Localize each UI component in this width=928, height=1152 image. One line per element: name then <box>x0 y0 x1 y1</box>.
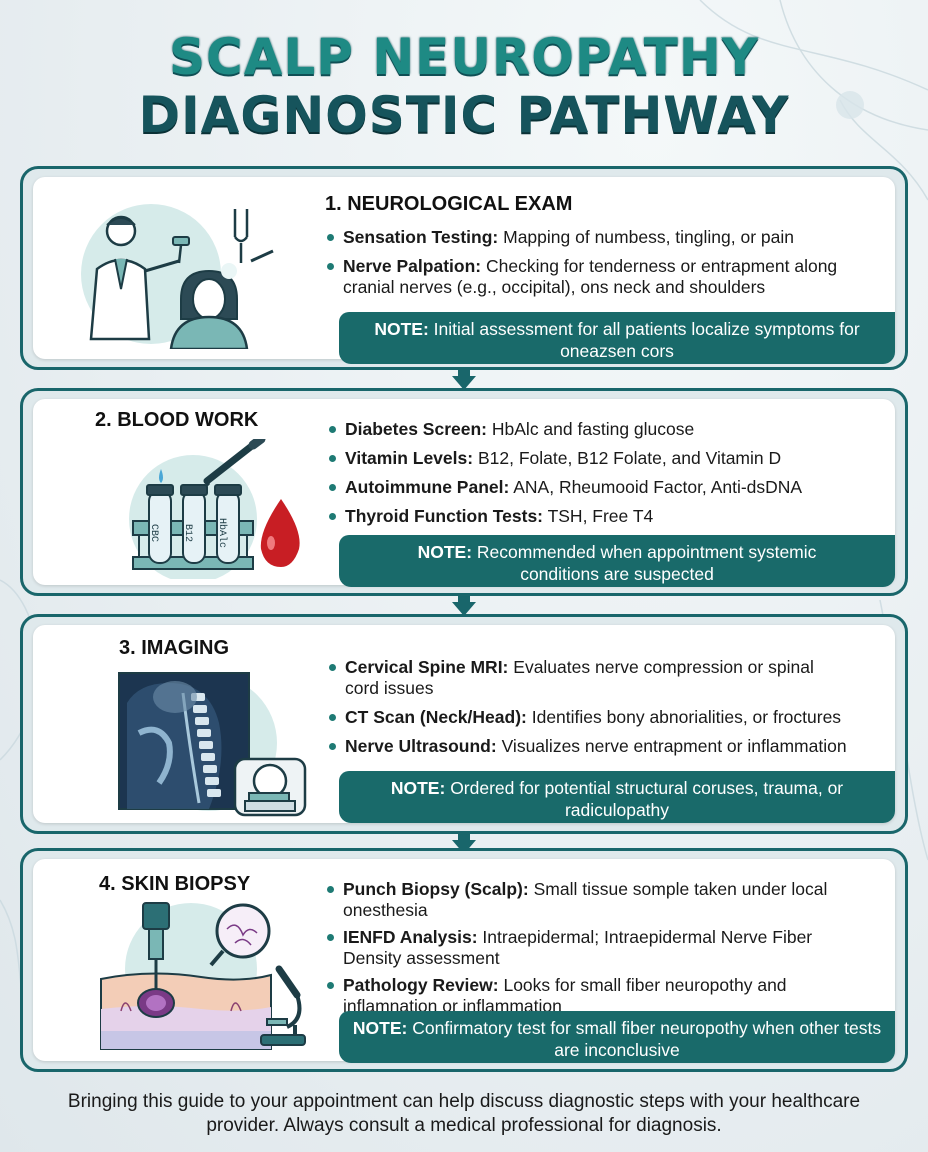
item-label: Diabetes Screen: <box>345 419 488 439</box>
note-label: NOTE: <box>390 778 446 798</box>
item-label: Vitamin Levels: <box>345 448 474 468</box>
tube-label: HbAlc <box>216 518 228 548</box>
arrow-down-icon <box>452 368 476 390</box>
list-item: Sensation Testing: Mapping of numbess, t… <box>327 227 867 248</box>
step-card-inner: 4. SKIN BIOPSY Punch Biop <box>33 859 895 1063</box>
item-label: Cervical Spine MRI: <box>345 657 509 677</box>
spine-mri-scan-icon <box>118 672 307 817</box>
step-items-list: Cervical Spine MRI: Evaluates nerve comp… <box>329 657 889 765</box>
item-text: Intraepidermal; Intraepidermal Nerve Fib… <box>343 927 813 968</box>
title-line-1: SCALP NEUROPATHY <box>169 28 759 86</box>
step-card-neurological-exam: 1. NEUROLOGICAL EXAM Sensation Testing: … <box>20 166 908 370</box>
step-items-list: Punch Biopsy (Scalp): Small tissue sompl… <box>327 879 847 1025</box>
arrow-down-icon <box>452 832 476 854</box>
list-item: IENFD Analysis: Intraepidermal; Intraepi… <box>327 927 847 969</box>
note-label: NOTE: <box>352 1018 408 1038</box>
list-item: CT Scan (Neck/Head): Identifies bony abn… <box>329 707 889 728</box>
tube-label: B12 <box>182 524 193 542</box>
note-text: Confirmatory test for small fiber neurop… <box>412 1018 882 1060</box>
tube-label: CBC <box>148 524 159 542</box>
note-text: Recommended when appointment systemic co… <box>476 542 817 584</box>
title-line-2: DIAGNOSTIC PATHWAY <box>138 86 790 144</box>
step-card-inner: 2. BLOOD WORK CBC B12 HbAlc <box>33 399 895 587</box>
item-label: Pathology Review: <box>343 975 499 995</box>
note-box: NOTE: Initial assessment for all patient… <box>339 312 895 364</box>
list-item: Cervical Spine MRI: Evaluates nerve comp… <box>329 657 839 699</box>
step-title: 4. SKIN BIOPSY <box>99 873 251 895</box>
note-label: NOTE: <box>417 542 473 562</box>
list-item: Diabetes Screen: HbAlc and fasting gluco… <box>329 419 869 440</box>
doctor-examining-patient-icon <box>81 204 274 349</box>
item-text: Evaluates nerve compression or spinal co… <box>345 657 814 698</box>
item-label: CT Scan (Neck/Head): <box>345 707 527 727</box>
list-item: Autoimmune Panel: ANA, Rheumooid Factor,… <box>329 477 869 498</box>
item-text: B12, Folate, B12 Folate, and Vitamin D <box>477 448 782 468</box>
list-item: Thyroid Function Tests: TSH, Free T4 <box>329 506 869 527</box>
step-card-imaging: 3. IMAGING <box>20 614 908 834</box>
list-item: Vitamin Levels: B12, Folate, B12 Folate,… <box>329 448 869 469</box>
step-items-list: Diabetes Screen: HbAlc and fasting gluco… <box>329 419 869 535</box>
step-card-inner: 3. IMAGING <box>33 625 895 823</box>
step-card-inner: 1. NEUROLOGICAL EXAM Sensation Testing: … <box>33 177 895 364</box>
item-label: Sensation Testing: <box>343 227 499 247</box>
step-title: 2. BLOOD WORK <box>95 409 259 431</box>
note-box: NOTE: Confirmatory test for small fiber … <box>339 1011 895 1063</box>
item-text: Checking for tenderness or entrapment al… <box>343 256 838 297</box>
note-box: NOTE: Recommended when appointment syste… <box>339 535 895 587</box>
item-label: IENFD Analysis: <box>343 927 478 947</box>
page-title: SCALP NEUROPATHY DIAGNOSTIC PATHWAY <box>0 28 928 144</box>
skin-biopsy-microscope-icon <box>100 902 306 1050</box>
list-item: Nerve Ultrasound: Visualizes nerve entra… <box>329 736 889 757</box>
step-items-list: Sensation Testing: Mapping of numbess, t… <box>327 227 867 306</box>
step-card-blood-work: 2. BLOOD WORK CBC B12 HbAlc <box>20 388 908 596</box>
blood-test-tubes-icon: CBC B12 HbAlc <box>129 439 300 579</box>
item-label: Nerve Ultrasound: <box>345 736 497 756</box>
step-title: 3. IMAGING <box>119 637 230 659</box>
item-text: Identifies bony abnorialities, or froctu… <box>531 707 842 727</box>
item-text: Mapping of numbess, tingling, or pain <box>503 227 794 247</box>
note-box: NOTE: Ordered for potential structural c… <box>339 771 895 823</box>
item-text: Visualizes nerve entrapment or inflammat… <box>501 736 847 756</box>
note-text: Ordered for potential structural coruses… <box>450 778 844 820</box>
step-card-skin-biopsy: 4. SKIN BIOPSY Punch Biop <box>20 848 908 1072</box>
item-label: Nerve Palpation: <box>343 256 482 276</box>
arrow-down-icon <box>452 594 476 616</box>
item-label: Thyroid Function Tests: <box>345 506 544 526</box>
item-text: TSH, Free T4 <box>547 506 654 526</box>
footer-disclaimer: Bringing this guide to your appointment … <box>67 1091 861 1136</box>
note-text: Initial assessment for all patients loca… <box>433 319 860 361</box>
list-item: Punch Biopsy (Scalp): Small tissue sompl… <box>327 879 847 921</box>
item-text: HbAlc and fasting glucose <box>491 419 695 439</box>
item-label: Autoimmune Panel: <box>345 477 510 497</box>
item-text: ANA, Rheumooid Factor, Anti-dsDNA <box>513 477 803 497</box>
note-label: NOTE: <box>374 319 429 339</box>
item-label: Punch Biopsy (Scalp): <box>343 879 529 899</box>
list-item: Nerve Palpation: Checking for tenderness… <box>327 256 867 298</box>
step-title: 1. NEUROLOGICAL EXAM <box>325 193 573 215</box>
item-text: Small tissue somple taken under local on… <box>343 879 828 920</box>
